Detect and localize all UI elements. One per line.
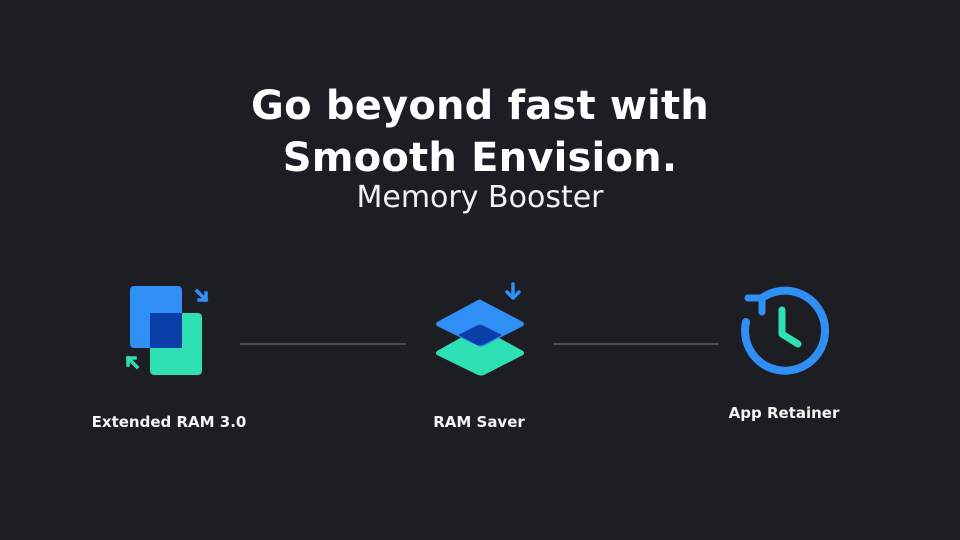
connector-line xyxy=(553,343,719,345)
extended-ram-icon xyxy=(118,280,218,380)
ram-saver-icon xyxy=(428,280,530,380)
subtitle: Memory Booster xyxy=(356,180,604,215)
headline-line-1: Go beyond fast with xyxy=(251,83,709,129)
headline: Go beyond fast with Smooth Envision. xyxy=(0,80,960,184)
headline-line-2: Smooth Envision. xyxy=(282,135,678,181)
feature-label-app-retainer: App Retainer xyxy=(728,404,840,422)
app-retainer-icon xyxy=(734,282,834,382)
feature-label-extended-ram: Extended RAM 3.0 xyxy=(91,413,247,431)
feature-label-ram-saver: RAM Saver xyxy=(433,413,525,431)
connector-line xyxy=(240,343,406,345)
